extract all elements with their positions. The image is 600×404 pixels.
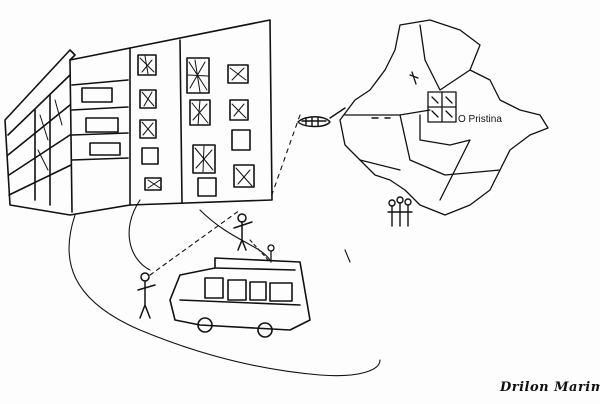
person-left <box>137 272 156 319</box>
artist-signature: Drilon Marim <box>500 380 600 395</box>
path-lines <box>68 114 381 377</box>
window-scribbles <box>37 55 253 189</box>
group-of-people <box>387 196 413 227</box>
map-city-label: O Pristina <box>458 114 502 125</box>
person-center <box>233 213 253 251</box>
person-small <box>267 244 275 263</box>
flying-object <box>297 107 391 128</box>
apartment-building <box>4 19 273 216</box>
map-outline <box>339 19 549 216</box>
van <box>169 257 311 338</box>
map-symbol-grid <box>419 91 471 201</box>
